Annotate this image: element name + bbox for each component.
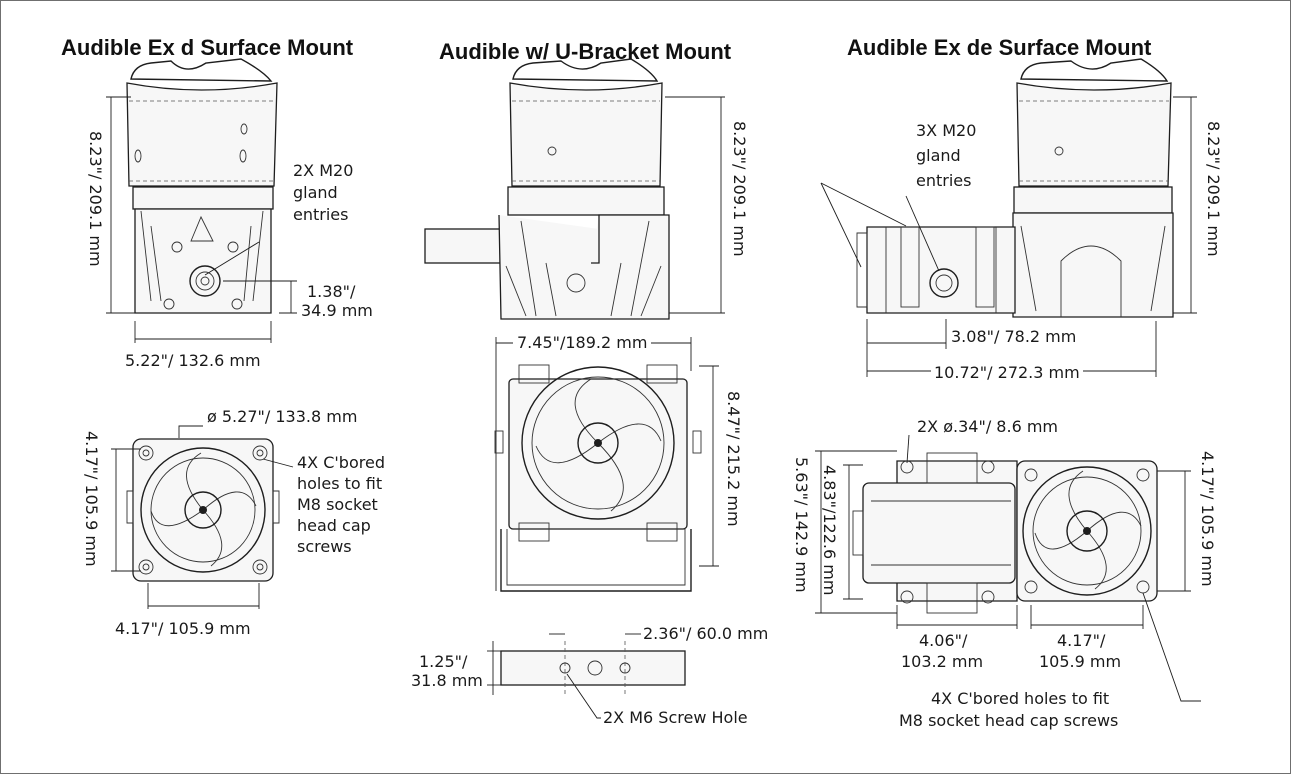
left-offset-dimension-line-1: 1.38"/ [307, 282, 356, 301]
title-u-bracket-mount: Audible w/ U-Bracket Mount [439, 39, 732, 64]
right-gland-callout-line-2: gland [916, 146, 961, 165]
right-overall-width-dimension: 10.72"/ 272.3 mm [931, 363, 1083, 383]
title-ex-d-surface-mount: Audible Ex d Surface Mount [61, 35, 354, 60]
right-elevation-view [820, 58, 1197, 377]
right-hole-dimension: 2X ø.34"/ 8.6 mm [917, 417, 1058, 436]
right-box-width-line-2: 103.2 mm [901, 652, 984, 671]
right-holes-callout-line-1: 4X C'bored holes to fit [931, 689, 1110, 708]
right-gland-spacing-dimension: 3.08"/ 78.2 mm [951, 327, 1077, 346]
left-gland-callout-line-3: entries [293, 205, 349, 224]
right-top-view [815, 434, 1201, 702]
left-bottom-dimension: 4.17"/ 105.9 mm [115, 619, 251, 638]
left-holes-callout-line-5: screws [297, 537, 352, 556]
right-horn-width-line-2: 105.9 mm [1039, 652, 1122, 671]
middle-width-dimension: 7.45"/189.2 mm [513, 333, 652, 353]
right-inner-height-dimension: 4.83"/122.6 mm [820, 465, 839, 596]
left-height-dimension: 8.23"/ 209.1 mm [86, 131, 105, 267]
middle-front-view [494, 337, 719, 592]
left-gland-callout-line-2: gland [293, 183, 338, 202]
left-elevation-view [106, 58, 297, 343]
left-top-view [111, 425, 294, 609]
middle-slot-spacing-dimension: 2.36"/ 60.0 mm [643, 624, 769, 643]
right-height-dimension: 8.23"/ 209.1 mm [1204, 121, 1223, 257]
right-box-width-line-1: 4.06"/ [919, 631, 968, 650]
left-side-dimension: 4.17"/ 105.9 mm [82, 431, 101, 567]
left-holes-callout-line-1: 4X C'bored [297, 453, 385, 472]
left-holes-callout-line-3: M8 socket [297, 495, 378, 514]
middle-foot-view [487, 633, 686, 719]
right-gland-callout-line-3: entries [916, 171, 972, 190]
left-diameter-dimension: ø 5.27"/ 133.8 mm [207, 407, 358, 426]
left-holes-callout-line-2: holes to fit [297, 474, 383, 493]
middle-elevation-view [424, 58, 725, 320]
middle-bracket-height-dimension: 8.47"/ 215.2 mm [724, 391, 743, 527]
right-outer-height-dimension: 5.63"/ 142.9 mm [792, 457, 811, 593]
middle-foot-height-line-2: 31.8 mm [411, 671, 483, 690]
middle-height-dimension: 8.23"/ 209.1 mm [730, 121, 749, 257]
left-width-dimension: 5.22"/ 132.6 mm [125, 351, 261, 370]
right-holes-callout-line-2: M8 socket head cap screws [899, 711, 1119, 730]
right-gland-callout-line-1: 3X M20 [916, 121, 977, 140]
left-gland-callout-line-1: 2X M20 [293, 161, 354, 180]
middle-foot-height-line-1: 1.25"/ [419, 652, 468, 671]
left-offset-dimension-line-2: 34.9 mm [301, 301, 373, 320]
title-ex-de-surface-mount: Audible Ex de Surface Mount [847, 35, 1152, 60]
right-side-dimension: 4.17"/ 105.9 mm [1198, 451, 1217, 587]
left-holes-callout-line-4: head cap [297, 516, 371, 535]
right-horn-width-line-1: 4.17"/ [1057, 631, 1106, 650]
middle-screw-hole-callout: 2X M6 Screw Hole [603, 708, 748, 727]
